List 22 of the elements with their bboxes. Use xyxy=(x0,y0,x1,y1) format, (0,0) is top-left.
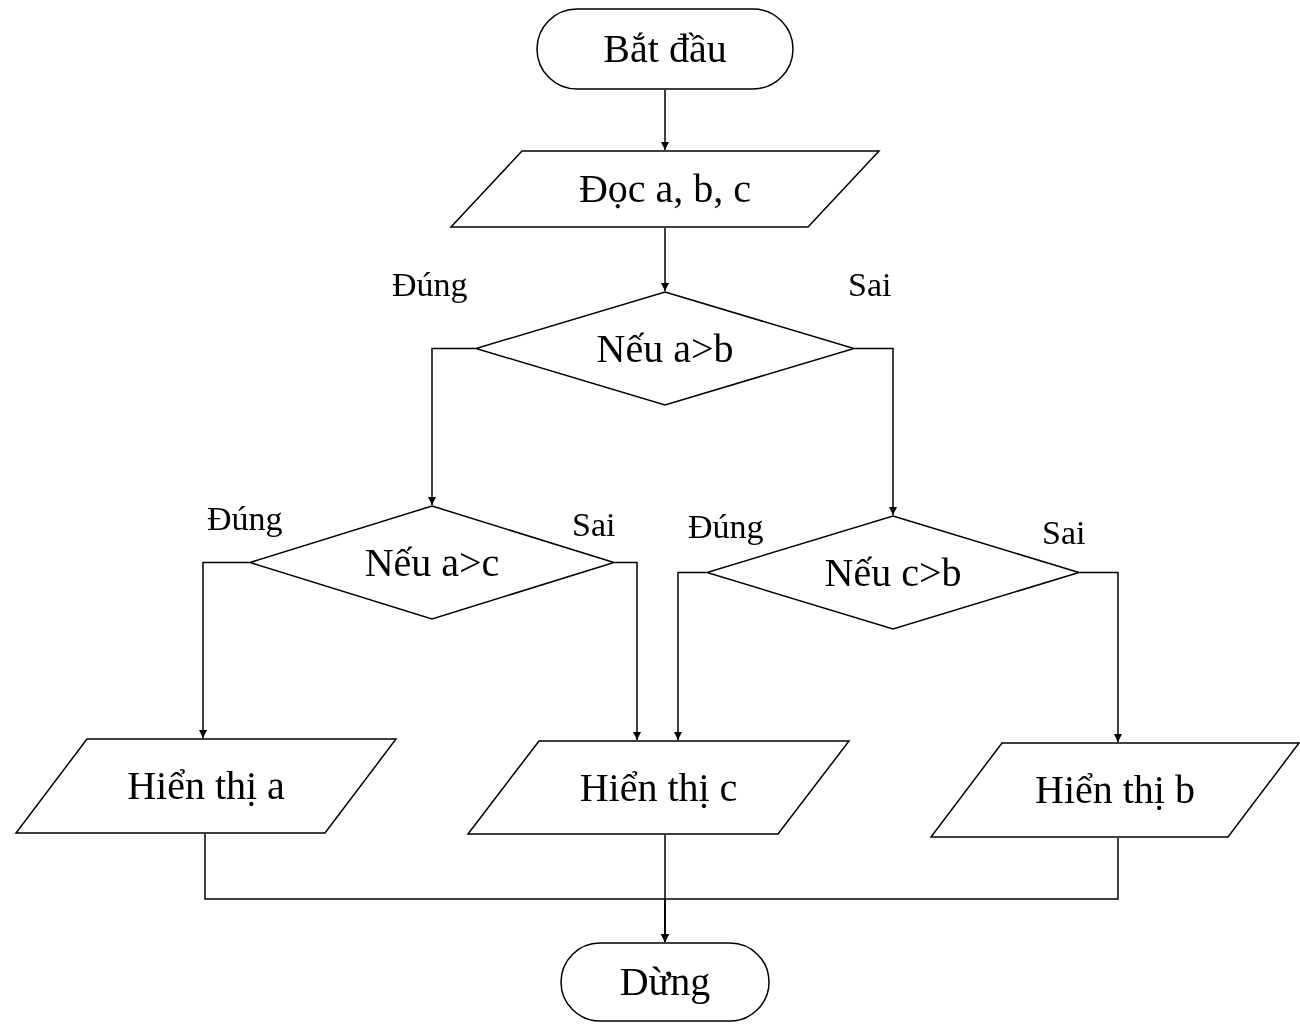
node-label: Dừng xyxy=(618,960,712,1004)
arrow xyxy=(428,347,476,506)
node-label: Bắt đầu xyxy=(602,27,728,71)
io-parallelogram xyxy=(15,738,397,834)
arrow xyxy=(674,571,707,741)
arrow xyxy=(661,837,1119,943)
node-label: Hiển thị b xyxy=(1034,768,1196,812)
arrow xyxy=(661,89,669,151)
node-label: Hiển thị c xyxy=(578,765,739,810)
arrow xyxy=(1079,571,1122,743)
node-label: Hiển thị a xyxy=(126,764,286,808)
arrow xyxy=(661,227,669,292)
arrow xyxy=(854,347,897,516)
arrow xyxy=(199,561,250,739)
node-label: Nếu a>b xyxy=(595,326,735,371)
node-label: Nếu a>c xyxy=(363,540,501,585)
arrow xyxy=(614,561,641,741)
io-parallelogram xyxy=(467,740,850,835)
io-parallelogram xyxy=(450,150,880,228)
node-label: Đọc a, b, c xyxy=(577,167,753,211)
node-label: Nếu c>b xyxy=(823,550,963,595)
io-parallelogram xyxy=(930,742,1300,838)
